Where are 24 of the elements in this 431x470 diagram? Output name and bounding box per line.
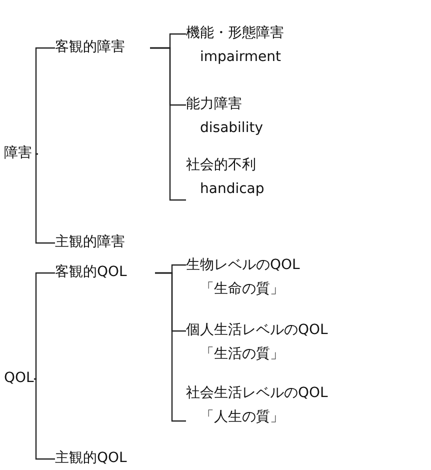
term-label: 「人生の質」 bbox=[199, 408, 285, 426]
bracket-line bbox=[155, 272, 186, 422]
category-label: 障害 bbox=[4, 144, 33, 162]
category-label: 主観的QOL bbox=[55, 449, 128, 467]
category-label: 客観的QOL bbox=[55, 263, 128, 281]
bracket-line bbox=[34, 378, 55, 460]
category-label: 機能・形態障害 bbox=[186, 24, 285, 42]
term-label: handicap bbox=[199, 180, 266, 198]
category-label: 客観的障害 bbox=[55, 38, 126, 56]
category-label: QOL bbox=[4, 369, 34, 387]
bracket-line bbox=[150, 47, 186, 201]
bracket-line bbox=[35, 47, 55, 155]
term-label: 「生命の質」 bbox=[199, 280, 285, 298]
bracket-line bbox=[34, 272, 55, 380]
category-label: 生物レベルのQOL bbox=[186, 256, 301, 274]
term-label: 「生活の質」 bbox=[199, 345, 285, 363]
term-label: disability bbox=[199, 119, 264, 137]
category-label: 主観的障害 bbox=[55, 233, 126, 251]
bracket-line bbox=[35, 153, 55, 244]
category-label: 個人生活レベルのQOL bbox=[186, 321, 329, 339]
term-label: impairment bbox=[199, 48, 282, 66]
category-label: 社会的不利 bbox=[186, 156, 257, 174]
category-label: 社会生活レベルのQOL bbox=[186, 384, 329, 402]
category-label: 能力障害 bbox=[186, 95, 243, 113]
